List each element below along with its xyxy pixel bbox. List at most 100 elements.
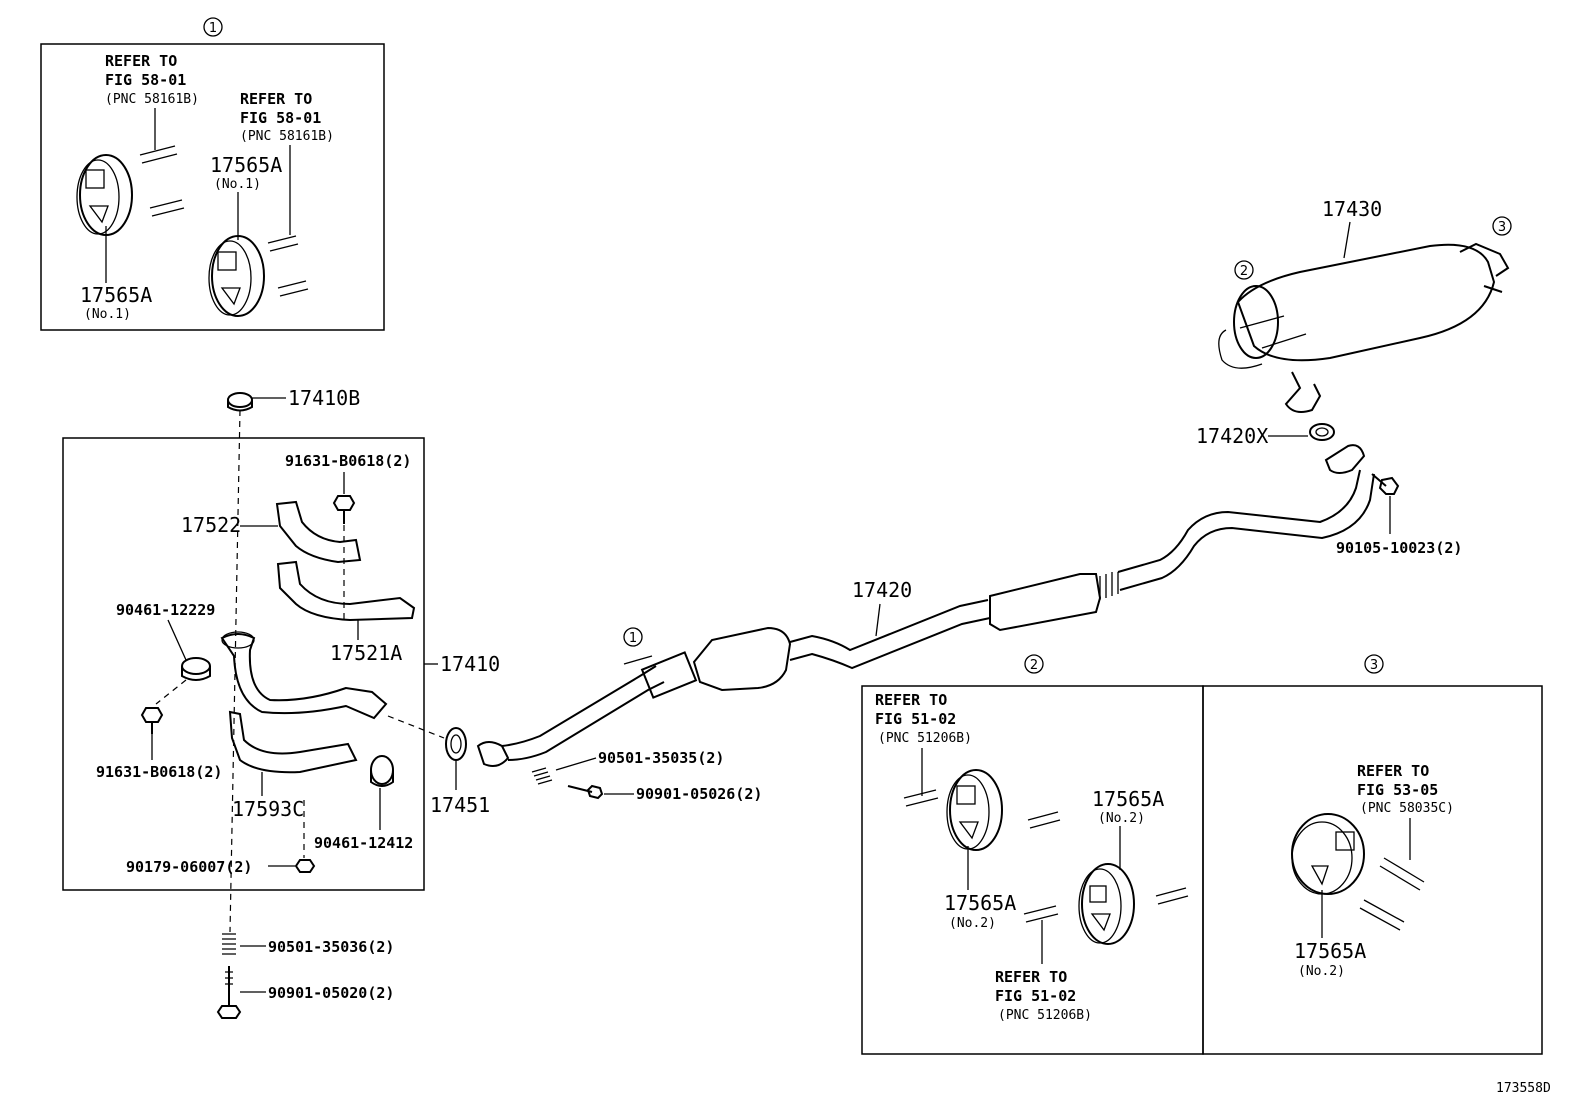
marker-1-inset: 1 xyxy=(209,21,217,36)
inset1-ref-b-line1: REFER TO xyxy=(240,90,312,108)
inset2-hanger-b-icon xyxy=(1078,863,1135,945)
marker-3-muffler: 3 xyxy=(1498,220,1506,235)
inset1-hanger-b-icon xyxy=(208,235,265,317)
label-90461-12412: 90461-12412 xyxy=(314,834,413,852)
bolt-90105-icon xyxy=(1371,473,1400,495)
inset2-hanger-a-icon xyxy=(946,769,1003,851)
inset1-part-a: 17565A xyxy=(80,283,152,307)
muffler-inlet-end xyxy=(1233,285,1279,359)
marker-circle-2-muffler xyxy=(1234,260,1254,280)
inset3-ref-line1: REFER TO xyxy=(1357,762,1429,780)
marker-circle-3-muffler xyxy=(1492,216,1512,236)
label-90501-35036: 90501-35036(2) xyxy=(268,938,394,956)
leader-17420 xyxy=(875,603,881,637)
inset2-part-a-sub: (No.2) xyxy=(949,916,996,931)
inset2-ref-b-line3: (PNC 51206B) xyxy=(998,1008,1092,1023)
label-17410b: 17410B xyxy=(288,386,360,410)
inset1-ref-a-line3: (PNC 58161B) xyxy=(105,92,199,107)
label-17522: 17522 xyxy=(181,513,241,537)
inset3-ref-line3: (PNC 58035C) xyxy=(1360,801,1454,816)
marker-2-inset: 2 xyxy=(1030,658,1038,673)
muffler-hanger-rods xyxy=(1218,315,1307,369)
inset2-ref-b-line1: REFER TO xyxy=(995,968,1067,986)
inset1-rod-stubs xyxy=(139,145,309,297)
label-17430: 17430 xyxy=(1322,197,1382,221)
inset3-part: 17565A xyxy=(1294,939,1366,963)
marker-3-inset: 3 xyxy=(1370,658,1378,673)
figure-id: 173558D xyxy=(1496,1081,1551,1096)
inset1-hanger-a-icon xyxy=(76,154,133,236)
inset-3-frame xyxy=(1202,685,1543,1055)
label-90901-05026: 90901-05026(2) xyxy=(636,785,762,803)
inset2-ref-b-line2: FIG 51-02 xyxy=(995,987,1076,1005)
gasket-17451-icon xyxy=(445,727,467,761)
inset3-part-sub: (No.2) xyxy=(1298,964,1345,979)
center-pipe-icon xyxy=(789,599,991,670)
marker-circle-2-inset xyxy=(1024,654,1044,674)
catalytic-converter-icon xyxy=(692,626,792,692)
leader-90461-12229 xyxy=(167,619,187,661)
inset2-part-a: 17565A xyxy=(944,891,1016,915)
marker-1-pipe: 1 xyxy=(629,631,637,646)
leader-17430 xyxy=(1343,221,1351,259)
spring-90501-35036-icon xyxy=(222,933,236,955)
bolt-91631-bottom-icon xyxy=(140,707,164,734)
label-90901-05020: 90901-05020(2) xyxy=(268,984,394,1002)
marker-2-muffler: 2 xyxy=(1240,264,1248,279)
label-17420: 17420 xyxy=(852,578,912,602)
label-90179: 90179-06007(2) xyxy=(126,858,252,876)
manifold-flange-top xyxy=(221,631,255,649)
heat-insulator-17522-icon xyxy=(275,500,362,564)
marker-circle-1-pipe xyxy=(623,627,643,647)
inset2-ref-a-line3: (PNC 51206B) xyxy=(878,731,972,746)
label-17420x: 17420X xyxy=(1196,424,1268,448)
label-17451: 17451 xyxy=(430,793,490,817)
label-90105: 90105-10023(2) xyxy=(1336,539,1462,557)
marker-circle-1-inset xyxy=(203,17,223,37)
spring-90501-35035-icon xyxy=(531,767,553,785)
heat-insulator-17521a-icon xyxy=(276,560,416,622)
inset1-ref-b-line2: FIG 58-01 xyxy=(240,109,321,127)
marker-1-leader xyxy=(623,655,653,665)
inset1-ref-b-line3: (PNC 58161B) xyxy=(240,129,334,144)
plug-17410b-icon xyxy=(227,392,253,412)
clamp-90461-12412-icon xyxy=(370,755,394,787)
nut-90179-icon xyxy=(294,859,316,873)
label-17521a: 17521A xyxy=(330,641,402,665)
inset1-part-a-sub: (No.1) xyxy=(84,307,131,322)
label-91631-top: 91631-B0618(2) xyxy=(285,452,411,470)
bolt-90901-05026-icon xyxy=(567,784,604,800)
flex-joint-icon xyxy=(640,651,698,699)
label-17593c: 17593C xyxy=(232,797,304,821)
inset2-rod-stubs xyxy=(903,789,1189,923)
inset1-part-b-sub: (No.1) xyxy=(214,177,261,192)
bolt-90901-05020-icon xyxy=(216,966,242,1019)
inset1-ref-a-line2: FIG 58-01 xyxy=(105,71,186,89)
tailpipe-muffler-icon xyxy=(1236,243,1496,362)
label-90461-12229: 90461-12229 xyxy=(116,601,215,619)
pipe-joint-rings xyxy=(1099,572,1119,600)
clamp-90461-12229-icon xyxy=(181,657,211,681)
leader-90501-35035 xyxy=(555,757,597,771)
inset2-ref-a-line2: FIG 51-02 xyxy=(875,710,956,728)
inset-2: 2 REFER TO FIG 51-02 (PNC 51206B) 17565A… xyxy=(861,654,1204,1055)
dashed-clamp-bolt xyxy=(155,679,187,705)
label-17410: 17410 xyxy=(440,652,500,676)
label-90501-35035: 90501-35035(2) xyxy=(598,749,724,767)
inset-1: 1 REFER TO FIG 58-01 (PNC 58161B) REFER … xyxy=(40,17,385,331)
label-91631-bottom: 91631-B0618(2) xyxy=(96,763,222,781)
inset2-ref-a-line1: REFER TO xyxy=(875,691,947,709)
inset3-rod-stubs xyxy=(1359,857,1425,931)
marker-circle-3-inset xyxy=(1364,654,1384,674)
front-flange-icon xyxy=(476,741,510,767)
resonator-icon xyxy=(989,573,1102,632)
muffler-group: 17430 2 3 xyxy=(1218,197,1512,413)
inset2-part-b-sub: (No.2) xyxy=(1098,811,1145,826)
inset3-hanger-icon xyxy=(1291,813,1365,895)
gasket-17420x-icon xyxy=(1309,423,1335,441)
bolt-91631-top-icon xyxy=(332,495,356,524)
inset1-ref-a-line1: REFER TO xyxy=(105,52,177,70)
muffler-inlet-flange xyxy=(1284,371,1322,413)
rear-flange-icon xyxy=(1324,444,1366,474)
